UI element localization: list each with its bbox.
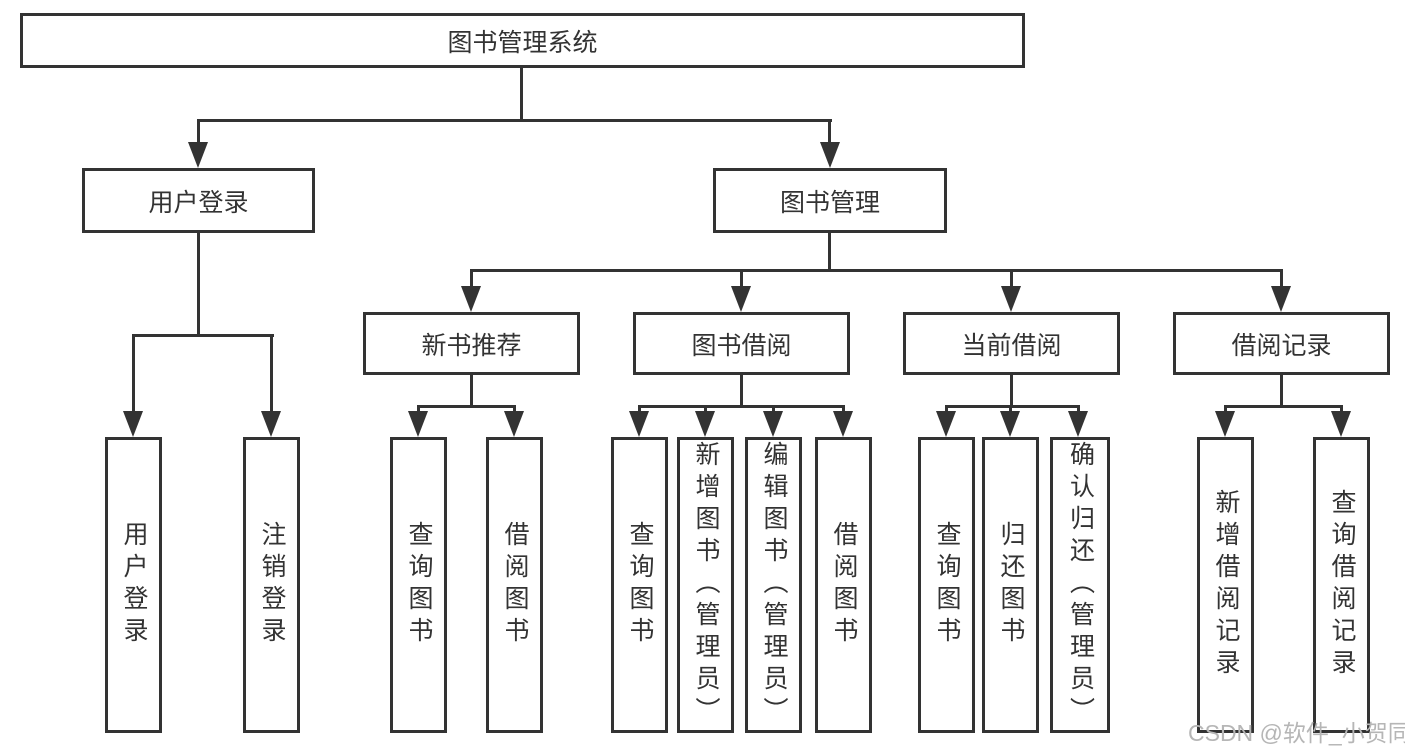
node-borrow-books-borrowing: 借阅图书	[815, 437, 872, 733]
connector-current-borrow-bus	[945, 405, 1080, 408]
node-book-borrowing: 图书借阅	[633, 312, 850, 375]
connector-leaf-logout-drop	[270, 336, 273, 412]
connector-current-borrow-stem	[1010, 375, 1013, 407]
node-query-books-borrowing: 查询图书	[611, 437, 668, 733]
connector-book-borrow-stem	[740, 375, 743, 407]
arrow-down-borrow-records	[1271, 286, 1291, 312]
connector-level1-bus	[197, 119, 832, 122]
arrow-down-leaf	[408, 411, 428, 437]
connector-user-login-drop	[197, 120, 200, 146]
arrow-down-leaf	[504, 411, 524, 437]
arrow-down-leaf	[1215, 411, 1235, 437]
connector-borrow-records-stem	[1280, 375, 1283, 407]
connector-level2-bus	[470, 269, 1283, 272]
connector-user-login-bus	[132, 334, 274, 337]
node-logout: 注销登录	[243, 437, 300, 733]
node-add-borrow-record: 新增借阅记录	[1197, 437, 1254, 733]
arrow-down-leaf-logout	[261, 411, 281, 437]
connector-leaf-drop	[638, 406, 641, 414]
connector-new-book-stem	[470, 375, 473, 407]
csdn-watermark: CSDN @软件_小贺同学	[1188, 720, 1405, 746]
node-book-management: 图书管理	[713, 168, 947, 233]
connector-leaf-drop	[513, 406, 516, 414]
arrow-down-user-login	[188, 142, 208, 168]
arrow-down-leaf	[1331, 411, 1351, 437]
connector-leaf-drop	[772, 406, 775, 414]
node-user-login-leaf: 用户登录	[105, 437, 162, 733]
connector-root-stem	[520, 68, 523, 120]
connector-borrow-records-bus	[1224, 405, 1343, 408]
connector-current-borrow-drop	[1010, 271, 1013, 289]
node-user-login: 用户登录	[82, 168, 315, 233]
arrow-down-leaf-login	[123, 411, 143, 437]
connector-user-login-stem	[197, 233, 200, 335]
node-borrow-books-recommend: 借阅图书	[486, 437, 543, 733]
arrow-down-leaf	[1068, 411, 1088, 437]
arrow-down-book-management	[820, 142, 840, 168]
connector-leaf-drop	[1340, 406, 1343, 414]
node-new-book-recommend: 新书推荐	[363, 312, 580, 375]
connector-book-borrow-drop	[740, 271, 743, 289]
node-edit-books-admin: 编辑图书（管理员）	[745, 437, 802, 733]
connector-book-management-drop	[828, 120, 831, 146]
connector-book-borrow-bus	[638, 405, 845, 408]
node-query-books-current: 查询图书	[918, 437, 975, 733]
connector-leaf-drop	[1224, 406, 1227, 414]
arrow-down-leaf	[936, 411, 956, 437]
connector-leaf-drop	[417, 406, 420, 414]
arrow-down-book-borrow	[731, 286, 751, 312]
connector-leaf-login-drop	[132, 336, 135, 412]
node-query-books-recommend: 查询图书	[390, 437, 447, 733]
node-query-borrow-record: 查询借阅记录	[1313, 437, 1370, 733]
connector-leaf-drop	[704, 406, 707, 414]
arrow-down-leaf	[629, 411, 649, 437]
node-borrowing-records: 借阅记录	[1173, 312, 1390, 375]
node-confirm-return-admin: 确认归还（管理员）	[1050, 437, 1110, 733]
connector-leaf-drop	[1077, 406, 1080, 414]
arrow-down-current-borrow	[1001, 286, 1021, 312]
connector-new-book-bus	[417, 405, 516, 408]
arrow-down-leaf	[695, 411, 715, 437]
arrow-down-leaf	[763, 411, 783, 437]
arrow-down-leaf	[833, 411, 853, 437]
connector-book-management-stem	[828, 233, 831, 272]
connector-borrow-records-drop	[1280, 271, 1283, 289]
connector-new-book-drop	[470, 271, 473, 289]
connector-leaf-drop	[1009, 406, 1012, 414]
connector-leaf-drop	[842, 406, 845, 414]
node-current-borrowing: 当前借阅	[903, 312, 1120, 375]
node-add-books-admin: 新增图书（管理员）	[677, 437, 734, 733]
arrow-down-new-book	[461, 286, 481, 312]
connector-leaf-drop	[945, 406, 948, 414]
arrow-down-leaf	[1000, 411, 1020, 437]
node-library-system: 图书管理系统	[20, 13, 1025, 68]
node-return-books: 归还图书	[982, 437, 1039, 733]
